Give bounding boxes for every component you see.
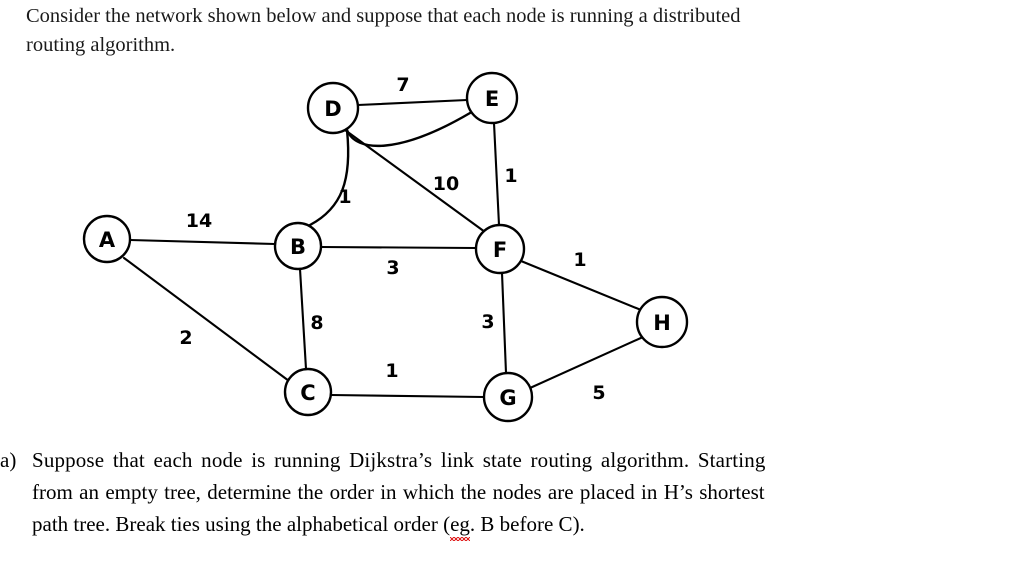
edge-C-G — [329, 393, 486, 399]
edge-weight-A-B: 14 — [186, 210, 212, 232]
question-stem-line-1: Consider the network shown below and sup… — [26, 5, 741, 27]
node-B-circle — [273, 221, 323, 271]
edge-weight-labels: 14 2 8 3 1 7 10 1 1 3 1 5 — [179, 74, 605, 404]
edge-weight-E-F: 1 — [504, 165, 517, 187]
node-C-label: C — [300, 381, 315, 405]
network-graph-svg: 14 2 8 3 1 7 10 1 1 3 1 5 A B C — [82, 71, 689, 423]
question-part-a: a) Suppose that each node is running Dij… — [0, 444, 1024, 541]
node-A: A — [82, 214, 132, 264]
question-stem-line-2: routing algorithm. — [26, 34, 176, 56]
node-G-circle — [482, 371, 534, 423]
edge-weight-B-C: 8 — [310, 312, 323, 334]
network-diagram: 14 2 8 3 1 7 10 1 1 3 1 5 A B C — [0, 58, 1024, 436]
part-a-line-1: Suppose that each node is running Dijkst… — [32, 448, 766, 472]
edge-weight-A-C: 2 — [179, 327, 192, 349]
edge-weight-F-H: 1 — [573, 249, 586, 271]
edges-layer — [122, 98, 645, 399]
spellcheck-misspelling: eg — [450, 508, 470, 541]
edge-weight-B-F: 3 — [386, 257, 399, 279]
node-B-label: B — [290, 235, 306, 259]
edge-D-F — [343, 128, 487, 234]
edge-D-E — [356, 98, 469, 107]
edge-F-H — [519, 259, 643, 312]
edge-weight-B-D: 1 — [338, 186, 351, 208]
edge-A-B — [128, 238, 277, 246]
part-a-line-2: from an empty tree, determine the order … — [32, 480, 765, 504]
node-E: E — [465, 71, 519, 125]
edge-weight-D-E: 7 — [396, 74, 409, 96]
node-A-circle — [82, 214, 132, 264]
node-F-label: F — [493, 238, 507, 262]
node-F: F — [474, 223, 526, 275]
node-E-circle — [465, 71, 519, 125]
edge-A-C — [122, 256, 291, 383]
node-A-label: A — [99, 228, 116, 252]
edge-E-F — [492, 121, 501, 227]
edge-B-D — [308, 128, 350, 227]
node-F-circle — [474, 223, 526, 275]
part-a-line-3-tail: . B before C). — [469, 512, 585, 536]
node-E-label: E — [485, 87, 499, 111]
edge-G-H — [528, 335, 645, 390]
part-a-line-3: path tree. Break ties using the alphabet… — [32, 508, 1014, 541]
edge-F-G — [500, 271, 508, 375]
edge-weight-G-H: 5 — [592, 382, 605, 404]
node-H-label: H — [653, 311, 671, 335]
edge-weight-D-F: 10 — [433, 173, 459, 195]
node-H-circle — [635, 295, 689, 349]
node-G: G — [482, 371, 534, 423]
part-a-body: Suppose that each node is running Dijkst… — [32, 444, 1014, 541]
edge-B-F — [319, 245, 478, 250]
edge-B-E — [345, 111, 472, 148]
edge-weight-C-G: 1 — [385, 360, 398, 382]
nodes-layer: A B C D E F G — [82, 71, 689, 423]
part-a-marker: a) — [0, 448, 17, 472]
edge-weight-F-G: 3 — [481, 311, 494, 333]
node-D: D — [306, 81, 360, 135]
node-C: C — [283, 367, 333, 417]
node-D-label: D — [324, 97, 341, 121]
question-stem: Consider the network shown below and sup… — [26, 2, 966, 60]
edge-B-C — [298, 267, 308, 371]
part-a-line-3-text: path tree. Break ties using the alphabet… — [32, 512, 451, 536]
node-H: H — [635, 295, 689, 349]
node-B: B — [273, 221, 323, 271]
node-C-circle — [283, 367, 333, 417]
node-D-circle — [306, 81, 360, 135]
node-G-label: G — [499, 386, 516, 410]
